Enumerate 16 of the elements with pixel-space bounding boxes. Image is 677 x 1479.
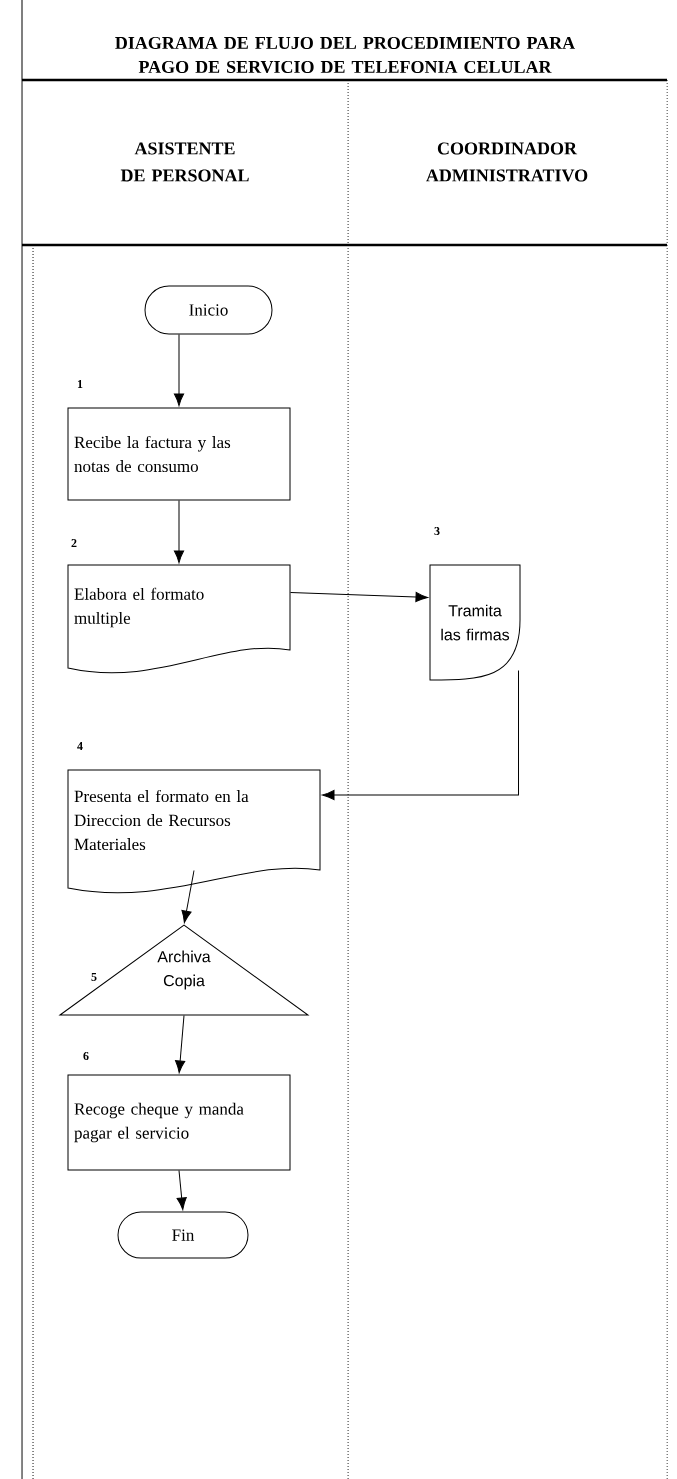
arrow: [290, 591, 429, 603]
arrow: [322, 670, 519, 801]
arrow: [173, 334, 185, 407]
step-number: 2: [71, 539, 77, 547]
arrow: [176, 1170, 187, 1211]
arrow: [181, 870, 195, 924]
process-box: Recoge cheque y manda pagar el servicio: [67, 1074, 291, 1171]
step-number: 6: [83, 1051, 89, 1061]
step-number: 1: [77, 380, 83, 388]
arrow: [175, 1015, 186, 1074]
process-box: Recibe la factura y las notas de consumo: [67, 407, 291, 501]
step-number: 3: [434, 526, 440, 536]
arrow: [173, 500, 185, 564]
title: DIAGRAMA DE FLUJO DEL PROCEDIMIENTO PARA PAGO DE SERVICIO DE TELEFONIA CELULAR: [115, 36, 576, 74]
step-number: 4: [77, 742, 83, 750]
step-number: 5: [91, 973, 97, 981]
